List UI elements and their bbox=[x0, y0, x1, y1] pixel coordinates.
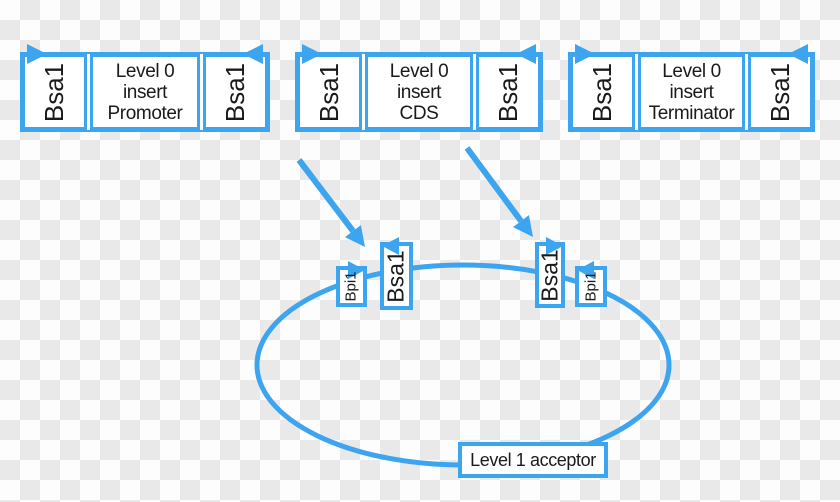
bsa1-end-left: Bsa1 bbox=[22, 54, 88, 130]
construct-title-line: insert bbox=[122, 81, 168, 103]
arrow-right-icon bbox=[575, 44, 595, 64]
level1-acceptor-box: Level 1 acceptor bbox=[458, 442, 608, 478]
construct-title-line: CDS bbox=[399, 102, 439, 124]
arrow-right-icon bbox=[302, 44, 322, 64]
down-arrow-right-head bbox=[513, 215, 533, 237]
construct-title-line: Terminator bbox=[648, 102, 735, 124]
level0-promoter-construct: Bsa1 Level 0 insert Promoter Bsa1 bbox=[20, 44, 270, 132]
down-arrow-right-icon bbox=[464, 146, 533, 237]
restriction-site-label: Bsa1 bbox=[536, 248, 563, 302]
arrow-left-icon bbox=[243, 44, 263, 64]
bsa1-end-right: Bsa1 bbox=[475, 54, 541, 130]
bpi1-site-left: Bpi1 bbox=[336, 261, 367, 307]
bsa1-end-left: Bsa1 bbox=[297, 54, 363, 130]
bpi1-site-right: Bpi1 bbox=[575, 261, 607, 307]
restriction-site-label: Bsa1 bbox=[587, 62, 618, 122]
bsa1-end-right: Bsa1 bbox=[747, 54, 813, 130]
arrow-left-icon bbox=[577, 261, 594, 279]
down-arrow-left-head bbox=[345, 225, 365, 247]
down-arrow-left-icon bbox=[296, 158, 365, 247]
arrow-left-icon bbox=[382, 237, 399, 255]
construct-title-line: insert bbox=[669, 81, 714, 103]
construct-title-line: Level 0 bbox=[115, 60, 175, 82]
restriction-site-label: Bsa1 bbox=[492, 62, 523, 122]
arrow-right-icon bbox=[348, 261, 365, 279]
bsa1-site-left: Bsa1 bbox=[380, 237, 413, 310]
level0-cds-construct: Bsa1 Level 0 insert CDS Bsa1 bbox=[295, 44, 543, 132]
restriction-site-label: Bsa1 bbox=[383, 249, 409, 303]
construct-title-line: Level 0 bbox=[662, 60, 721, 82]
bsa1-end-right: Bsa1 bbox=[202, 54, 268, 130]
restriction-site-label: Bsa1 bbox=[219, 62, 250, 122]
down-arrow-left-shaft bbox=[296, 158, 356, 233]
bsa1-end-left: Bsa1 bbox=[570, 54, 636, 130]
restriction-site-label: Bpi1 bbox=[343, 271, 360, 302]
construct-title-line: Promoter bbox=[107, 102, 183, 124]
plasmid-circle bbox=[254, 262, 672, 468]
arrow-left-icon bbox=[788, 44, 808, 64]
arrow-right-icon bbox=[546, 237, 563, 255]
restriction-site-label: Bsa1 bbox=[314, 62, 345, 122]
construct-title-line: Level 0 bbox=[389, 60, 449, 82]
construct-title: Level 0 insert Terminator bbox=[638, 54, 745, 130]
acceptor-label: Level 1 acceptor bbox=[470, 449, 596, 470]
arrow-right-icon bbox=[27, 44, 47, 64]
arrow-left-icon bbox=[516, 44, 536, 64]
construct-title: Level 0 insert CDS bbox=[365, 54, 473, 130]
bsa1-site-right: Bsa1 bbox=[535, 237, 565, 308]
down-arrow-right-shaft bbox=[464, 146, 524, 223]
restriction-site-label: Bsa1 bbox=[39, 62, 70, 122]
restriction-site-label: Bsa1 bbox=[764, 62, 795, 122]
construct-title-line: insert bbox=[396, 81, 442, 103]
level0-terminator-construct: Bsa1 Level 0 insert Terminator Bsa1 bbox=[568, 44, 815, 132]
construct-title: Level 0 insert Promoter bbox=[90, 54, 200, 130]
restriction-site-label: Bpi1 bbox=[582, 271, 600, 302]
